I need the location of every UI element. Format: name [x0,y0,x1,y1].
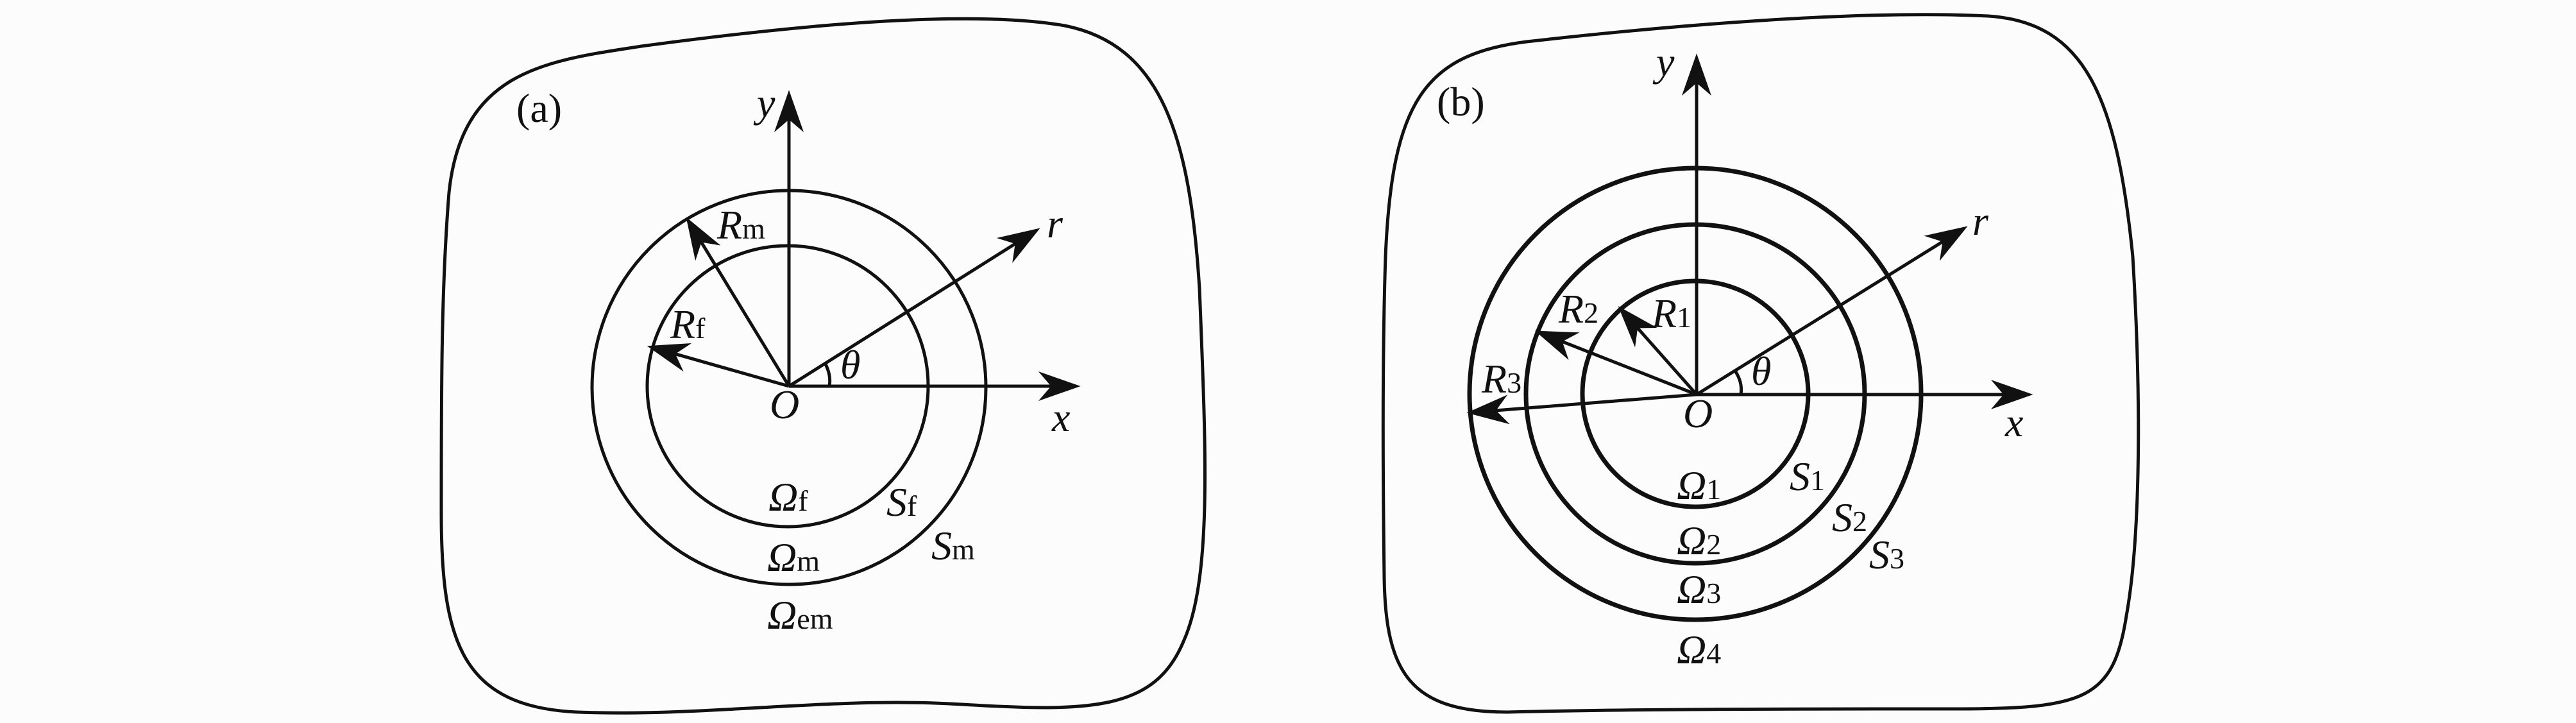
radius-rf-arrow [647,343,790,388]
radius-r3-arrow [1466,393,1697,425]
y-label: y [1652,39,1675,85]
panel-tag: (a) [516,85,562,131]
y-label: y [753,80,775,126]
radius-rm-arrow [686,217,791,387]
rm-label: Rm [716,202,765,248]
r-label: r [1047,201,1063,246]
sf-label: Sf [886,479,917,525]
origin-label: O [770,382,799,427]
matrix-boundary [439,17,1207,715]
angle-arc [1733,370,1743,395]
omega-f-label: Ωf [768,474,808,520]
omega-m-label: Ωm [767,534,820,580]
theta-label: θ [840,342,860,387]
s1-label: S1 [1790,454,1825,499]
panel-tag: (b) [1437,79,1485,124]
origin-label: O [1683,391,1713,436]
r-axis [1695,226,1968,396]
angle-arc [823,362,832,387]
radius-r1-arrow [1618,306,1698,396]
r-axis [788,228,1040,388]
sm-label: Sm [931,523,975,568]
rf-label: Rf [670,302,706,347]
omega-em-label: Ωem [767,592,833,638]
omega-3-label: Ω3 [1677,566,1721,612]
x-label: x [2004,400,2023,445]
omega-4-label: Ω4 [1677,627,1721,672]
panel-b: (b) y x r O θ R1 R2 R3 Ω1 S1 Ω2 S2 Ω3 S3… [1381,13,2140,714]
radius-r2-arrow [1534,330,1697,396]
r-label: r [1972,198,1989,244]
s2-label: S2 [1832,495,1867,540]
r1-label: R1 [1651,291,1691,336]
s3-label: S3 [1869,532,1904,577]
matrix-boundary [1381,13,2140,714]
omega-1-label: Ω1 [1677,463,1721,508]
x-label: x [1051,395,1070,440]
r2-label: R2 [1558,286,1598,332]
omega-2-label: Ω2 [1677,518,1721,563]
panel-a: (a) y x r O θ Rm Rf Ωf Sf Ωm Sm Ωem [439,17,1207,715]
r3-label: R3 [1481,356,1521,402]
theta-label: θ [1751,348,1771,394]
